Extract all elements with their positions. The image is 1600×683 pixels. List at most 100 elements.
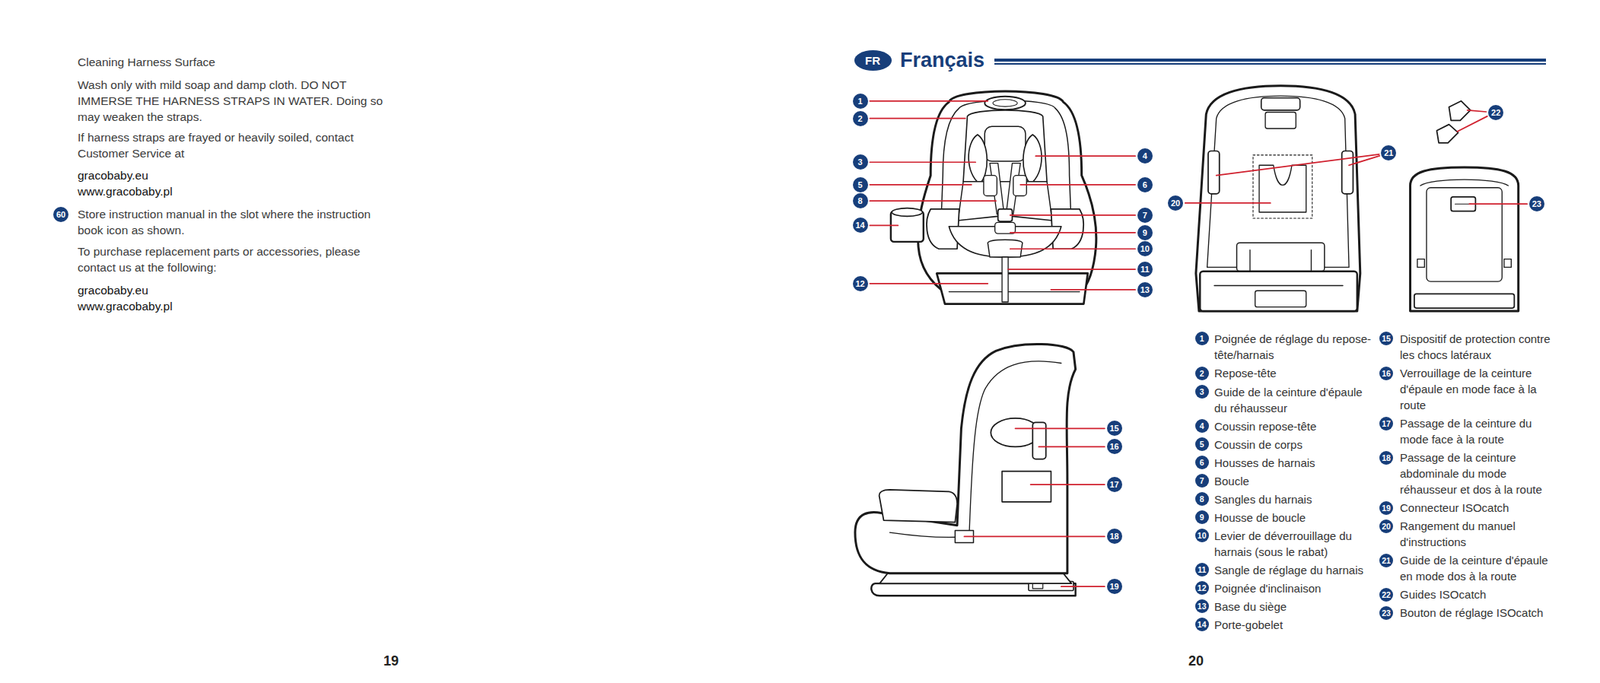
leader-line xyxy=(1038,446,1105,449)
callout-number: 20 xyxy=(1167,195,1184,211)
base-top-curve xyxy=(1420,179,1508,186)
callout-number: 22 xyxy=(1379,588,1394,602)
leader-line xyxy=(1010,214,1136,217)
seat-base xyxy=(1199,271,1358,312)
callout-number: 4 xyxy=(1195,419,1209,433)
leader-line xyxy=(869,117,965,120)
base-panel xyxy=(1426,187,1502,282)
leader-line xyxy=(869,100,988,102)
seat-shell xyxy=(1196,85,1361,312)
part-name: Sangles du harnais xyxy=(1214,491,1376,508)
callout-number: 6 xyxy=(1195,455,1209,470)
body-text: Wash only with mild soap and damp cloth.… xyxy=(77,76,398,125)
callout-number: 17 xyxy=(1379,416,1394,431)
part-name: Guide de la ceinture d'épaule en mode do… xyxy=(1399,552,1556,585)
callout-number: 4 xyxy=(1137,148,1153,164)
callout-number: 9 xyxy=(1195,510,1209,525)
callout-number: 12 xyxy=(852,276,869,292)
part-name: Coussin repose-tête xyxy=(1214,418,1376,435)
manual-pocket xyxy=(1259,165,1307,213)
isocatch-guide xyxy=(1436,124,1458,144)
base-slot xyxy=(1504,259,1511,268)
callout-number: 18 xyxy=(1106,528,1123,544)
callout-number: 6 xyxy=(1137,177,1153,193)
seat-base xyxy=(936,273,1088,304)
callout-number: 2 xyxy=(852,111,869,127)
leader-line xyxy=(1030,483,1105,486)
header-rule xyxy=(994,58,1546,62)
part-name: Base du siège xyxy=(1214,598,1376,615)
base-slot xyxy=(1417,259,1425,268)
harness-cover xyxy=(983,175,997,197)
leader-line xyxy=(869,283,988,285)
callout-number: 8 xyxy=(1195,492,1209,506)
callout-number: 16 xyxy=(1106,438,1123,455)
leader-line xyxy=(869,225,898,227)
armrest xyxy=(879,489,958,523)
bay-line xyxy=(1250,250,1311,272)
callout-number: 20 xyxy=(1379,519,1394,534)
part-name: Connecteur ISOcatch xyxy=(1399,499,1556,516)
callout-number: 3 xyxy=(1195,384,1209,399)
leader-line xyxy=(1061,585,1105,588)
seat-shell xyxy=(855,343,1076,573)
callout-number: 13 xyxy=(1137,282,1153,298)
callout-number: 15 xyxy=(1379,331,1394,346)
part-name: Passage de la ceinture du mode face à la… xyxy=(1399,415,1556,448)
leader-line xyxy=(963,536,1104,538)
callout-number: 21 xyxy=(1380,145,1397,161)
part-name: Housses de harnais xyxy=(1214,454,1376,471)
part-name: Levier de déverrouillage du harnais (sou… xyxy=(1214,528,1376,560)
part-name: Dispositif de protection contre les choc… xyxy=(1399,330,1556,363)
belt-guide xyxy=(1208,150,1220,194)
base-foot xyxy=(1255,290,1307,307)
callout-number: 16 xyxy=(1379,366,1394,381)
leader-line xyxy=(1467,110,1487,112)
header-rule xyxy=(994,63,1546,65)
callout-number: 9 xyxy=(1137,225,1153,241)
leader-line xyxy=(1008,268,1136,271)
callout-number: 5 xyxy=(852,177,869,193)
leader-line xyxy=(1216,154,1380,176)
leader-line xyxy=(1010,232,1136,234)
web-address: www.gracobaby.pl xyxy=(77,183,398,200)
page-number: 19 xyxy=(383,652,399,670)
base-shell xyxy=(1410,167,1519,312)
leader-line xyxy=(1035,155,1136,157)
leader-line xyxy=(1469,203,1527,205)
part-name: Guides ISOcatch xyxy=(1399,586,1556,603)
callout-number: 60 xyxy=(53,206,69,223)
part-name: Passage de la ceinture abdominale du mod… xyxy=(1399,449,1556,498)
leader-line xyxy=(1185,202,1271,204)
part-name: Sangle de réglage du harnais xyxy=(1214,562,1376,579)
part-name: Coussin de corps xyxy=(1214,436,1376,453)
seat-back-view xyxy=(1196,85,1361,312)
callout-number: 21 xyxy=(1379,553,1394,568)
body-cushion xyxy=(957,181,1053,227)
part-name: Bouton de réglage ISOcatch xyxy=(1399,604,1556,621)
callout-number: 7 xyxy=(1195,473,1209,488)
leader-line xyxy=(1010,248,1136,250)
section-heading: Cleaning Harness Surface xyxy=(77,54,398,70)
callout-number: 23 xyxy=(1379,606,1394,621)
callout-number: 19 xyxy=(1106,578,1123,595)
callout-number: 1 xyxy=(1195,331,1209,346)
recline-support xyxy=(879,573,1072,584)
part-name: Rangement du manuel d'instructions xyxy=(1399,518,1556,551)
callout-number: 5 xyxy=(1195,437,1209,452)
body-text: To purchase replacement parts or accesso… xyxy=(77,243,398,276)
callout-number: 19 xyxy=(1379,501,1394,516)
leader-line xyxy=(869,200,996,202)
part-name: Housse de boucle xyxy=(1214,509,1376,526)
part-name: Repose-tête xyxy=(1214,365,1376,382)
language-badge: FR xyxy=(854,50,892,71)
callout-number: 7 xyxy=(1137,207,1153,223)
part-name: Poignée d'inclinaison xyxy=(1214,580,1376,597)
leader-line xyxy=(869,184,971,186)
leader-line xyxy=(1348,155,1380,166)
base-rail xyxy=(1414,293,1515,309)
headrest-pad xyxy=(984,126,1026,162)
leader-line xyxy=(1014,427,1104,430)
part-name: Porte-gobelet xyxy=(1214,617,1376,634)
